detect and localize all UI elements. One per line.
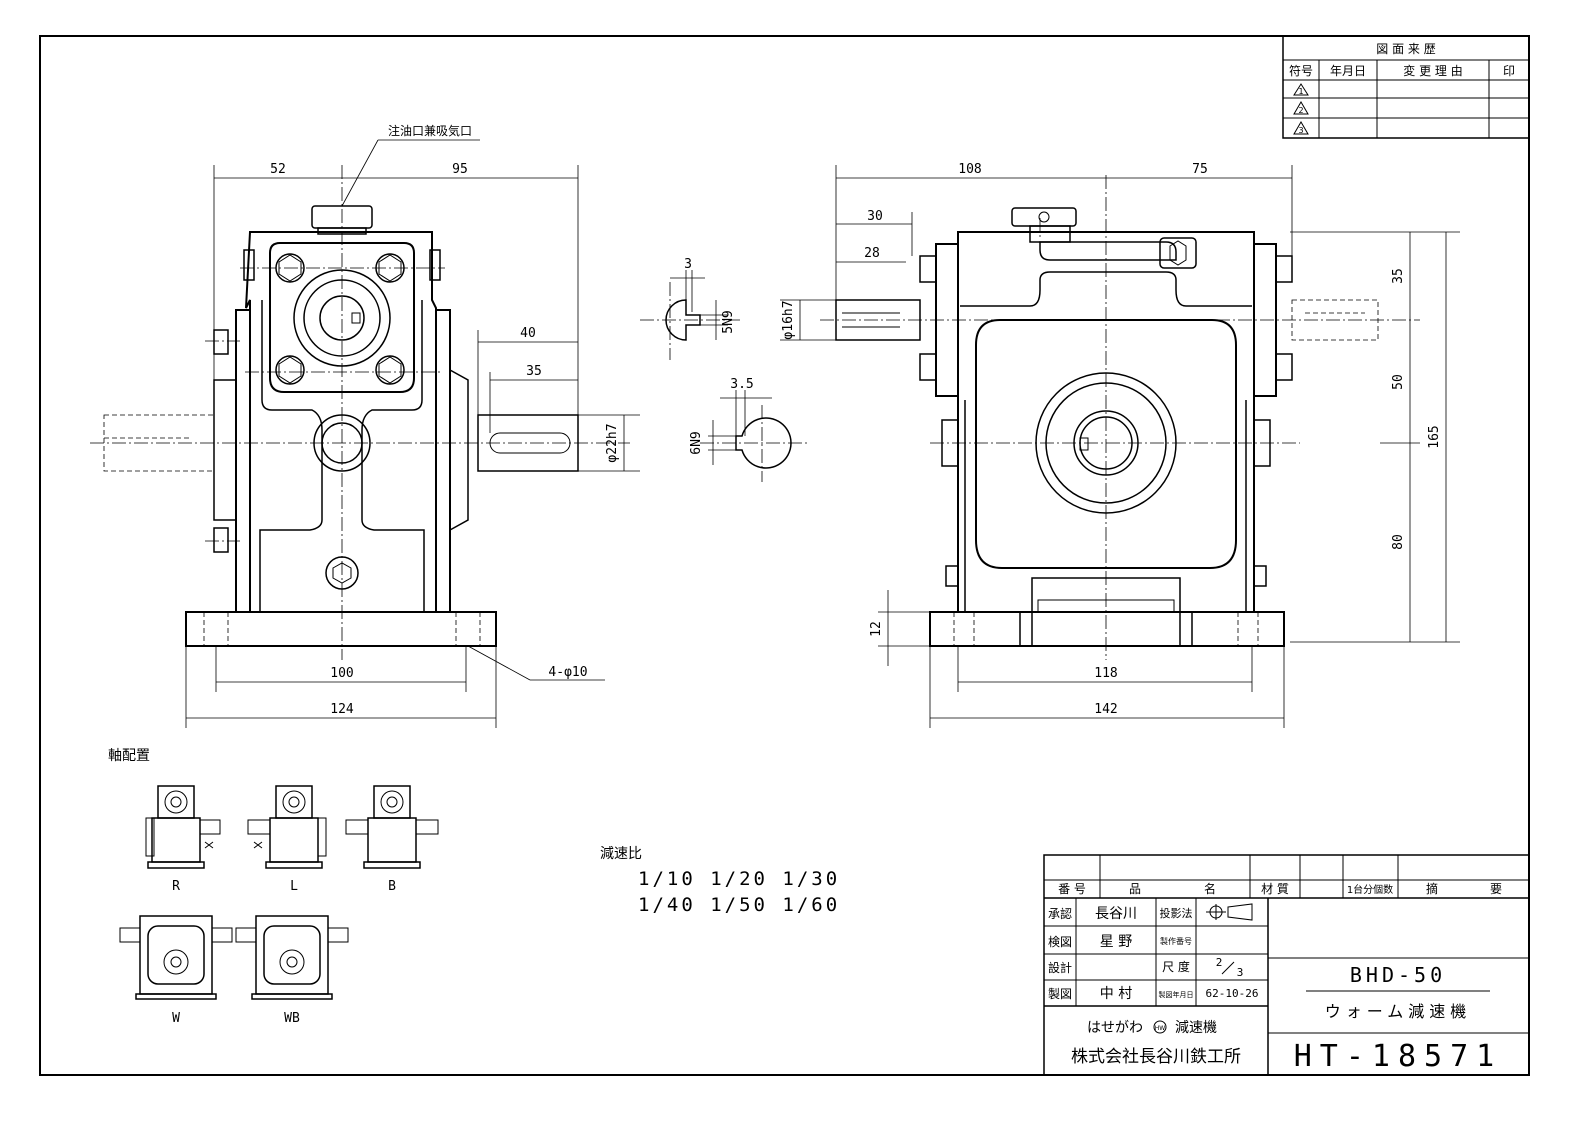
- tb-draw-label: 製図: [1048, 987, 1072, 1001]
- front-view: 52 95 40 35 φ22h7 100 124 4-φ10 注: [90, 123, 640, 728]
- keyway-lower-depth: 6N9: [689, 431, 704, 454]
- arrangement-label-b: B: [388, 879, 396, 894]
- rev-mark-1: 1: [1293, 83, 1309, 96]
- dim-holes: 4-φ10: [548, 665, 587, 680]
- tb-draw-name: 中 村: [1100, 986, 1132, 1002]
- dim-shaft16: φ16h7: [781, 300, 796, 339]
- keyway-upper: 3 5N9: [640, 257, 740, 360]
- tb-header-remark-1: 摘: [1426, 881, 1438, 896]
- arrangement-l: L: [247, 785, 327, 894]
- tb-serial-label: 製作番号: [1160, 936, 1192, 946]
- keyway-upper-width: 3: [684, 257, 692, 272]
- dim-28: 28: [864, 246, 880, 261]
- tb-company: 株式会社長谷川鉄工所: [1071, 1047, 1241, 1067]
- tb-product-name: ウォーム減速機: [1325, 1002, 1472, 1021]
- dim-h50: 50: [1391, 374, 1406, 390]
- reduction-title: 減速比: [600, 845, 642, 862]
- tb-brand-tail: 減速機: [1175, 1019, 1217, 1036]
- tb-scale-value: 2 3: [1216, 956, 1244, 979]
- tb-header-name-1: 品: [1129, 882, 1141, 896]
- tb-brand: はせがわ: [1087, 1020, 1143, 1036]
- rev-header-date: 年月日: [1330, 64, 1366, 78]
- oil-note: 注油口兼吸気口: [388, 123, 472, 138]
- front-bolt-bl: [275, 355, 305, 385]
- svg-text:3: 3: [1237, 966, 1244, 979]
- svg-text:2: 2: [1298, 106, 1303, 115]
- dim-95: 95: [452, 162, 468, 177]
- rev-mark-2: 2: [1293, 101, 1309, 115]
- dim-118: 118: [1094, 666, 1117, 681]
- keyway-lower-width: 3.5: [730, 377, 753, 392]
- keyway-upper-depth: 5N9: [721, 310, 736, 333]
- rev-header-reason: 変 更 理 由: [1403, 63, 1462, 78]
- dim-h12: 12: [869, 621, 884, 637]
- front-bolt-tl: [275, 253, 305, 283]
- dim-124: 124: [330, 702, 354, 717]
- tb-drawing-number: HT-18571: [1294, 1039, 1503, 1074]
- arrangement-r: R: [145, 785, 221, 894]
- rev-mark-3: 3: [1293, 121, 1309, 135]
- tb-projection-label: 投影法: [1160, 906, 1193, 920]
- arrangement-wb: WB: [235, 915, 349, 1026]
- dim-35: 35: [526, 364, 542, 379]
- tb-date-label: 製図年月日: [1159, 990, 1194, 999]
- svg-text:3: 3: [1298, 126, 1303, 135]
- tb-brand-logo: HW: [1153, 1020, 1167, 1034]
- rev-header-mark: 符号: [1289, 63, 1313, 78]
- tb-header-material: 材 質: [1261, 881, 1289, 896]
- tb-date-value: 62-10-26: [1206, 987, 1259, 1000]
- side-dims: 108 75 30 28 φ16h7 35 50 80 165 12: [780, 162, 1460, 728]
- svg-text:1: 1: [1298, 87, 1303, 96]
- tb-approve-name: 長谷川: [1095, 906, 1137, 922]
- rev-header-seal: 印: [1503, 64, 1515, 78]
- reduction-row-2: 1/40 1/50 1/60: [638, 894, 840, 916]
- svg-text:2: 2: [1216, 956, 1223, 969]
- tb-header-number: 番 号: [1058, 882, 1086, 896]
- revision-table: 図 面 来 歴 符号 年月日 変 更 理 由 印 1 2 3: [1282, 35, 1530, 139]
- dim-h80: 80: [1391, 534, 1406, 550]
- dim-142: 142: [1094, 702, 1117, 717]
- tb-header-remark-2: 要: [1490, 882, 1502, 896]
- sheet-border: [39, 35, 1530, 1076]
- title-block: 番 号 品 名 材 質 1台分個数 摘 要 承認 長谷川 検図 星 野 設計 製…: [1043, 854, 1530, 1076]
- revision-title: 図 面 来 歴: [1376, 42, 1435, 56]
- arrangement-b: B: [345, 785, 439, 894]
- tb-header-qty: 1台分個数: [1347, 883, 1393, 896]
- dim-75: 75: [1192, 162, 1208, 177]
- dim-40: 40: [520, 326, 536, 341]
- dim-h35: 35: [1391, 268, 1406, 284]
- front-bolt-br: [375, 355, 405, 385]
- shaft-arrangement-title: 軸配置: [108, 748, 150, 764]
- dim-108: 108: [958, 162, 981, 177]
- dim-100: 100: [330, 666, 353, 681]
- tb-design-label: 設計: [1048, 960, 1072, 975]
- tb-scale-label: 尺 度: [1162, 959, 1190, 974]
- tb-header-name-2: 名: [1204, 881, 1216, 896]
- arrangement-label-w: W: [172, 1011, 180, 1026]
- tb-approve-label: 承認: [1048, 906, 1072, 921]
- tb-check-label: 検図: [1048, 935, 1072, 949]
- projection-symbol: [1206, 903, 1253, 921]
- dim-30: 30: [867, 209, 883, 224]
- tb-check-name: 星 野: [1100, 934, 1132, 950]
- dim-52: 52: [270, 162, 286, 177]
- arrangement-label-wb: WB: [284, 1011, 300, 1026]
- dim-shaft-dia: φ22h7: [605, 423, 620, 462]
- front-bolt-tr: [375, 253, 405, 283]
- side-view: 108 75 30 28 φ16h7 35 50 80 165 12: [780, 162, 1460, 728]
- tb-product-code: BHD-50: [1350, 963, 1446, 987]
- front-dims: 52 95 40 35 φ22h7 100 124 4-φ10 注: [185, 123, 640, 728]
- arrangement-label-l: L: [290, 879, 298, 894]
- svg-text:HW: HW: [1155, 1025, 1166, 1032]
- arrangement-w: W: [119, 915, 233, 1026]
- dim-h165: 165: [1427, 425, 1442, 448]
- keyway-lower: 3.5 6N9: [689, 377, 808, 482]
- reduction-row-1: 1/10 1/20 1/30: [638, 868, 840, 890]
- arrangement-label-r: R: [172, 879, 180, 894]
